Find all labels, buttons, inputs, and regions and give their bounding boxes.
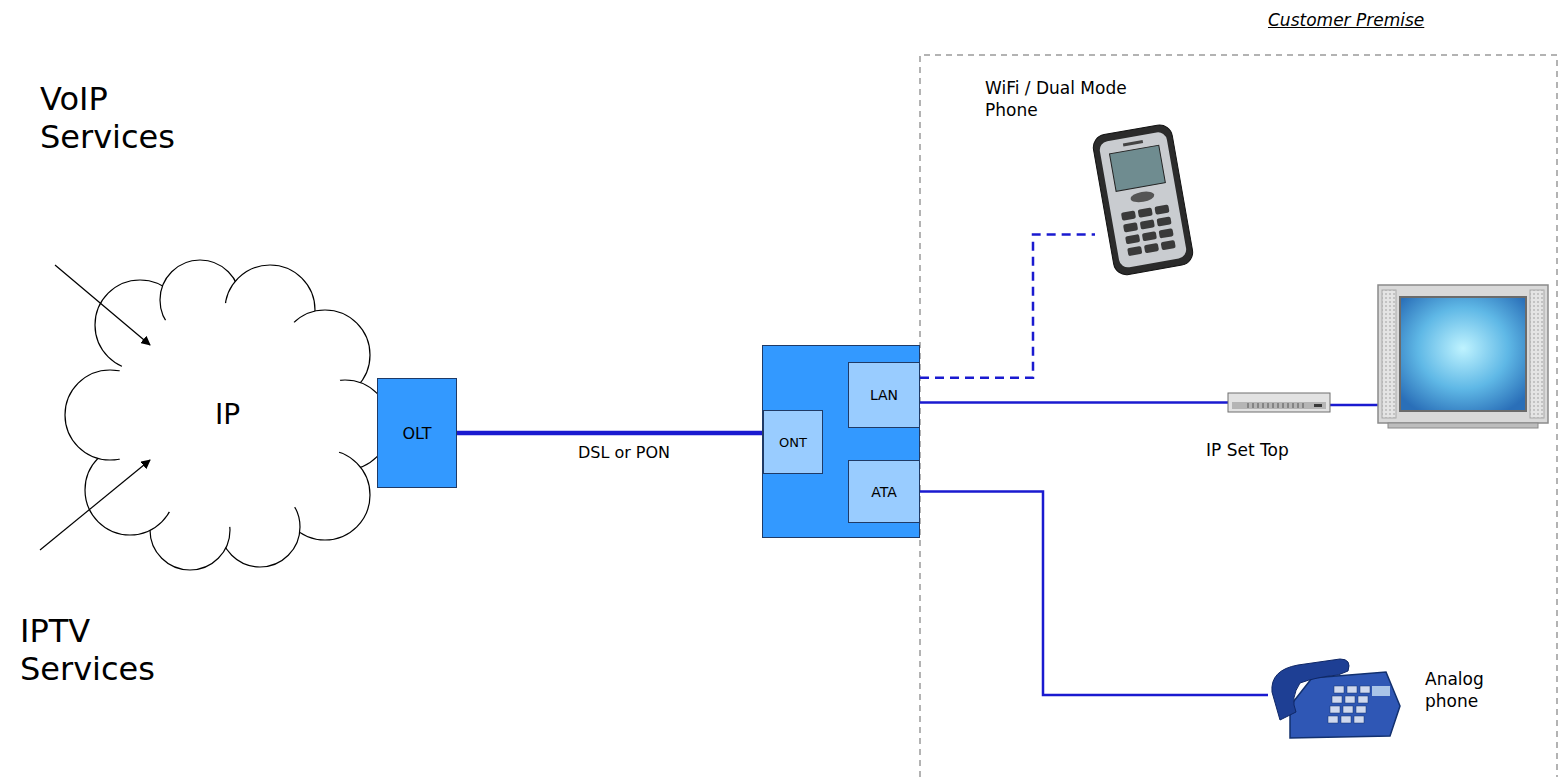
phone-key	[1121, 210, 1136, 220]
node-label: Analog phone	[1425, 668, 1505, 712]
node-label: IP	[70, 398, 385, 431]
premise-boundary	[920, 55, 1557, 777]
phone-key	[1125, 234, 1140, 244]
node-label: OLT	[402, 424, 431, 443]
phone-key	[1343, 706, 1353, 713]
television	[1378, 285, 1548, 428]
phone-key	[1142, 231, 1157, 241]
settop-vent	[1258, 403, 1259, 408]
analog-phone: Analog phone	[1268, 648, 1402, 742]
cloud-outline	[65, 260, 390, 570]
node-label: ONT	[779, 435, 807, 450]
phone-key	[1345, 696, 1355, 703]
ont-box: ONT	[763, 410, 823, 474]
service-label: VoIP Services	[40, 80, 240, 157]
node-label: ATA	[871, 484, 897, 500]
node-label: IP Set Top	[1206, 440, 1289, 460]
mobile-phone	[1091, 123, 1194, 277]
settop-vent	[1253, 403, 1254, 408]
phone-key	[1330, 706, 1340, 713]
link-line	[920, 492, 1268, 696]
phone-key	[1347, 686, 1357, 693]
mobile-phone	[1098, 131, 1187, 269]
link-line	[457, 431, 763, 436]
phone-key	[1356, 706, 1366, 713]
link-line	[920, 401, 1228, 404]
olt-box: OLT	[377, 378, 457, 488]
link-line	[920, 235, 1095, 378]
tv-speaker	[1382, 290, 1396, 418]
mobile-phone	[1130, 190, 1155, 204]
service-label: IPTV Services	[20, 612, 220, 689]
phone-key	[1332, 696, 1342, 703]
wifi-phone: WiFi / Dual Mode Phone	[1095, 125, 1190, 275]
settop-vent	[1268, 403, 1269, 408]
region-label: Customer Premise	[1268, 10, 1424, 30]
ip-cloud: IP	[70, 255, 385, 565]
service-arrow	[55, 265, 150, 345]
tv-frame	[1378, 285, 1548, 423]
tv-cable	[1330, 404, 1380, 407]
phone-key	[1328, 716, 1338, 723]
phone-key	[1138, 207, 1153, 217]
ata-box: ATA	[848, 460, 920, 523]
phone-key	[1334, 686, 1344, 693]
tv-base	[1388, 423, 1538, 428]
settop-vent	[1273, 403, 1274, 408]
phone-key	[1123, 222, 1138, 232]
node-label: WiFi / Dual Mode Phone	[985, 77, 1175, 121]
mobile-phone	[1091, 123, 1194, 277]
tv-screen	[1400, 297, 1526, 411]
analog-phone-art	[1268, 648, 1402, 742]
phone-key	[1358, 696, 1368, 703]
phone-key	[1354, 716, 1364, 723]
settop-vent	[1303, 403, 1304, 408]
phone-key	[1127, 246, 1142, 256]
phone-handset	[1272, 659, 1349, 720]
phone-key	[1159, 228, 1174, 238]
phone-key	[1360, 686, 1370, 693]
settop-vent	[1278, 403, 1279, 408]
settop-vent	[1248, 403, 1249, 408]
phone-key	[1341, 716, 1351, 723]
ip-set-top-art	[1228, 390, 1330, 415]
phone-key	[1154, 205, 1169, 215]
phone-key	[1161, 240, 1176, 250]
gateway-box: ONT LAN ATA	[762, 345, 920, 538]
mobile-phone	[1110, 145, 1166, 191]
tv-speaker	[1530, 290, 1544, 418]
settop-vent	[1298, 403, 1299, 408]
phone-display	[1372, 686, 1390, 696]
phone-key	[1144, 243, 1159, 253]
ip-set-top: IP Set Top	[1228, 390, 1330, 415]
settop-panel	[1232, 402, 1326, 409]
settop-body	[1228, 393, 1330, 412]
phone-key	[1156, 216, 1171, 226]
settop-vent	[1263, 403, 1264, 408]
wifi-phone-art	[1095, 125, 1190, 275]
settop-vent	[1293, 403, 1294, 408]
settop-vent	[1288, 403, 1289, 408]
link-label: DSL or PON	[576, 443, 672, 462]
mobile-phone	[1123, 140, 1143, 146]
lan-box: LAN	[848, 362, 920, 428]
node-label: LAN	[870, 387, 898, 403]
settop-led	[1314, 404, 1322, 407]
phone-base	[1290, 672, 1400, 738]
settop-vent	[1283, 403, 1284, 408]
phone-key	[1140, 219, 1155, 229]
service-arrow	[40, 460, 150, 550]
